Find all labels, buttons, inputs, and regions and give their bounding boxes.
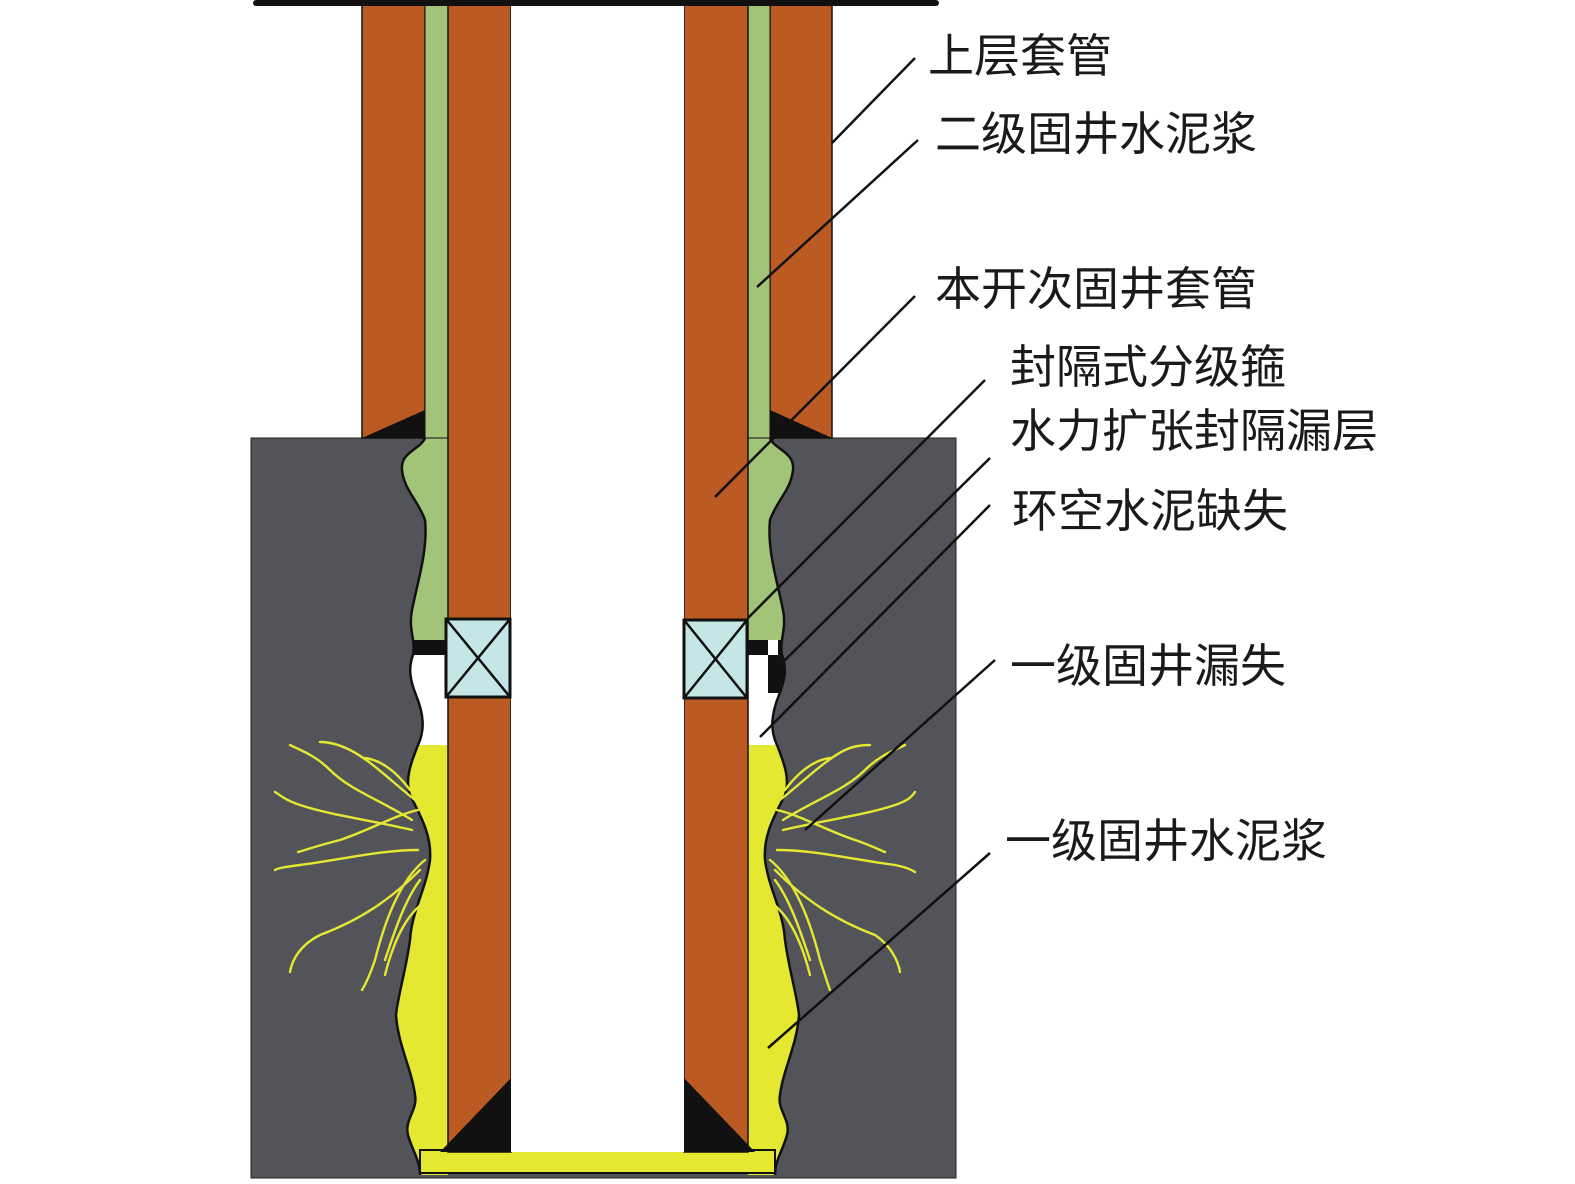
current-casing-right [683,0,749,1153]
label-upper-casing: 上层套管 [928,29,1112,83]
loss-fractures-left [273,740,430,992]
upper-casing-right [769,0,833,439]
label-hydraulic-packer: 水力扩张封隔漏层 [1010,404,1378,458]
label-current-casing: 本开次固井套管 [935,262,1257,316]
label-first-stage-loss: 一级固井漏失 [1010,639,1286,693]
current-casing-left [447,0,512,1153]
bottom-cement [419,1149,776,1174]
label-packer-stage-collar: 封隔式分级箍 [1010,340,1286,394]
upper-casing-left [361,0,426,439]
packer-right [682,618,749,700]
label-annular-cement-missing: 环空水泥缺失 [1012,484,1288,538]
label-first-stage-cement: 一级固井水泥浆 [1005,814,1327,868]
packer-left [444,617,512,699]
label-second-stage-cement: 二级固井水泥浆 [935,107,1257,161]
